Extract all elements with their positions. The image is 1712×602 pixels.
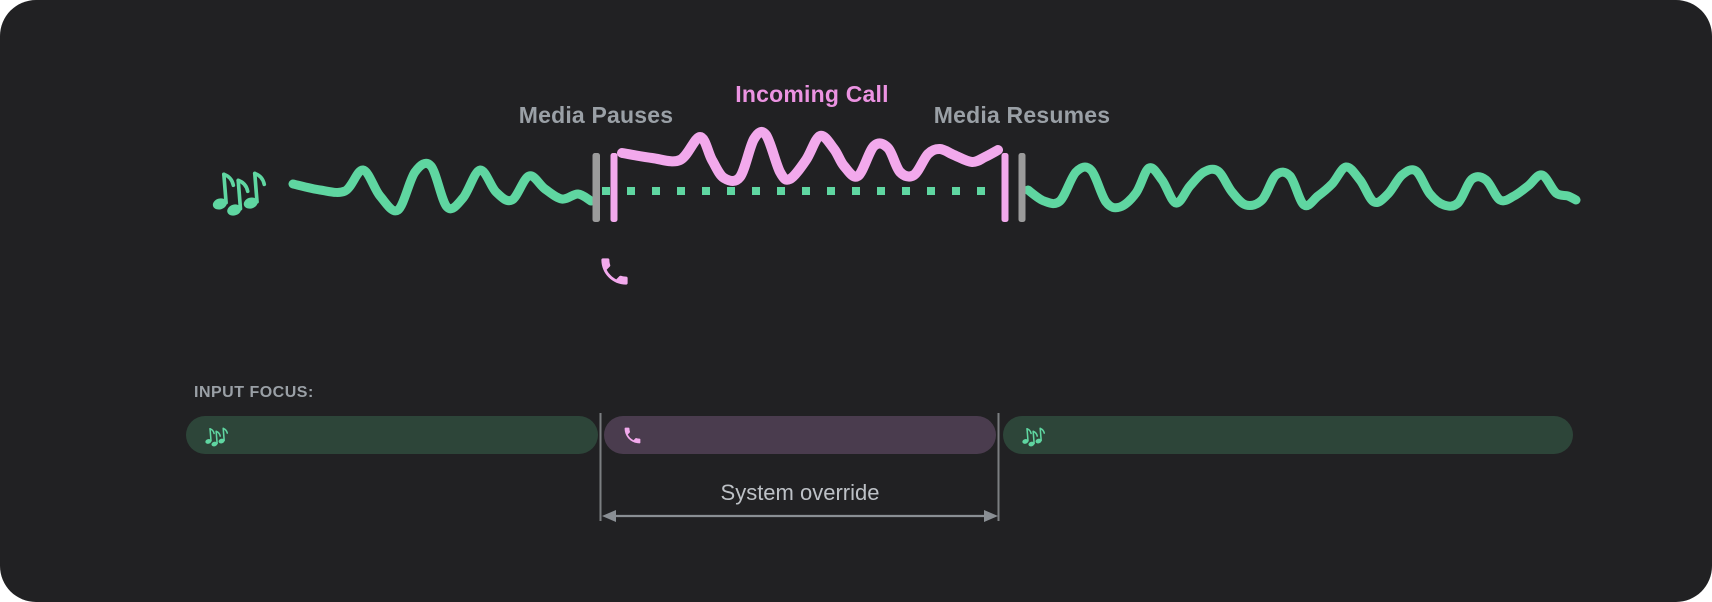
media-waveform-after (1023, 162, 1581, 213)
focus-pill-call (604, 416, 996, 454)
media-resumes-label: Media Resumes (933, 102, 1111, 128)
media-waveform-before (288, 158, 596, 216)
resume-bar-gray (1018, 153, 1026, 222)
incoming-call-waveform (617, 127, 1003, 186)
pause-bar-gray (592, 153, 600, 222)
music-notes-icon (1021, 424, 1046, 447)
music-notes-icon (210, 163, 268, 217)
override-arrowhead-left (602, 510, 616, 522)
music-notes-icon (204, 424, 229, 447)
phone-icon (622, 425, 643, 446)
pause-bar-pink (610, 153, 618, 222)
resume-bar-pink (1001, 153, 1009, 222)
media-pauses-label: Media Pauses (518, 102, 674, 128)
focus-pill-media-after (1003, 416, 1573, 454)
focus-pill-media-before (186, 416, 598, 454)
input-focus-heading: INPUT FOCUS: (194, 384, 314, 401)
system-override-label: System override (720, 480, 880, 505)
incoming-call-label: Incoming Call (735, 81, 889, 107)
phone-icon (597, 254, 632, 289)
override-arrowhead-right (984, 510, 998, 522)
